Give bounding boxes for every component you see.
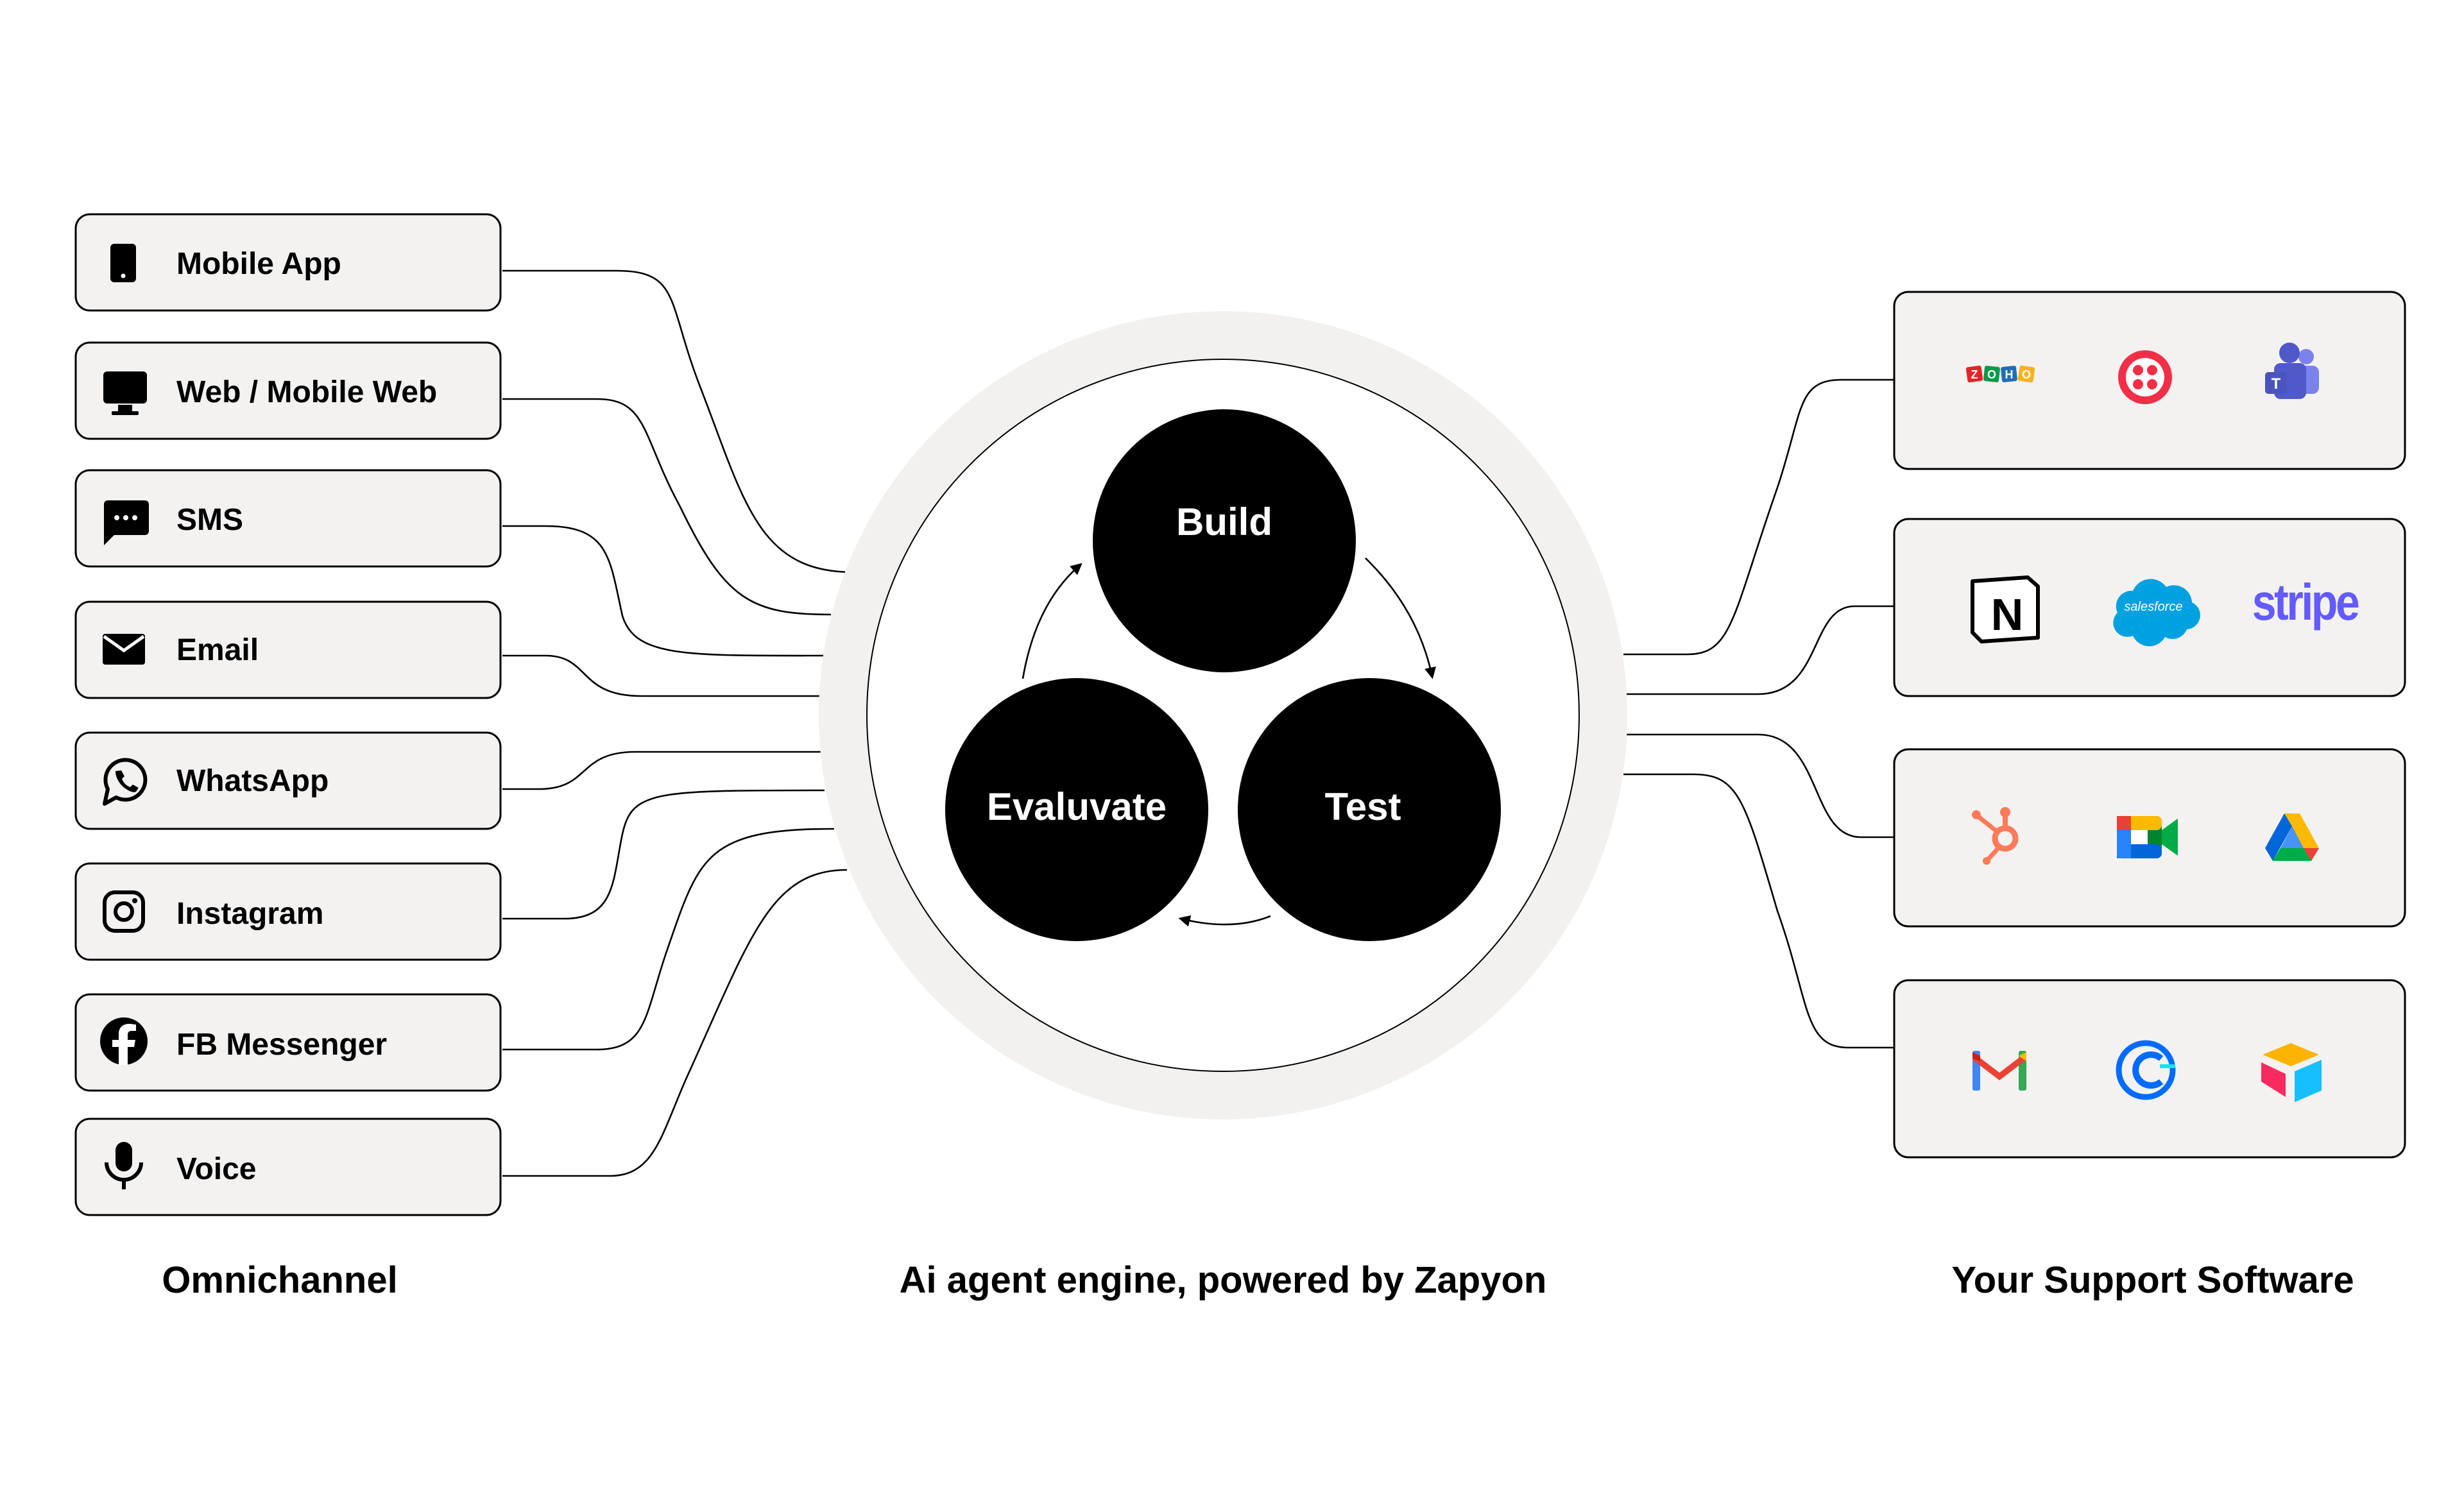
channel-label: WhatsApp — [176, 764, 329, 798]
google-meet-logo[interactable] — [2117, 816, 2178, 858]
engine-caption: Ai agent engine, powered by Zapyon — [900, 1259, 1547, 1301]
omnichannel-caption: Omnichannel — [162, 1259, 397, 1301]
evaluvate-node — [945, 678, 1208, 941]
build-node — [1093, 409, 1356, 672]
support-software-caption: Your Support Software — [1951, 1259, 2354, 1301]
channel-label: Instagram — [176, 897, 323, 931]
connector-row-4 — [1623, 773, 1894, 1049]
channel-label: Email — [176, 633, 259, 667]
channel-mobile-app[interactable]: Mobile App — [74, 213, 502, 312]
connector-row-3 — [1623, 733, 1894, 838]
channel-instagram[interactable]: Instagram — [74, 862, 502, 961]
integration-row-4 — [1893, 979, 2406, 1159]
svg-text:Z: Z — [1971, 368, 1978, 381]
svg-text:H: H — [2005, 368, 2014, 381]
chat-bubble-icon — [104, 500, 149, 545]
channel-voice[interactable]: Voice — [74, 1118, 502, 1216]
left-connectors — [502, 269, 854, 1177]
mobile-phone-icon — [110, 244, 136, 282]
evaluvate-label: Evaluvate — [987, 785, 1167, 828]
svg-text:T: T — [2272, 375, 2281, 393]
connector-row-1 — [1623, 378, 1894, 656]
channel-whatsapp[interactable]: WhatsApp — [74, 731, 502, 830]
google-drive-logo[interactable] — [2265, 813, 2319, 861]
connector-email — [502, 654, 821, 697]
channel-label: SMS — [176, 503, 243, 537]
channel-label: Web / Mobile Web — [176, 375, 437, 409]
twilio-logo[interactable] — [2118, 350, 2172, 404]
airtable-logo[interactable] — [2261, 1043, 2322, 1102]
channel-label: Voice — [176, 1152, 257, 1186]
envelope-icon — [103, 634, 145, 665]
notion-logo[interactable]: N — [1971, 575, 2040, 643]
whatsapp-icon — [103, 758, 148, 806]
channel-label: FB Messenger — [176, 1028, 387, 1062]
build-label: Build — [1176, 500, 1272, 543]
connector-web — [502, 398, 832, 616]
svg-text:stripe: stripe — [2252, 574, 2359, 631]
calendly-logo[interactable] — [2116, 1040, 2176, 1100]
connector-sms — [502, 525, 825, 657]
channel-label: Mobile App — [176, 247, 341, 281]
svg-text:N: N — [1991, 590, 2024, 640]
arrow-test-to-evaluvate — [1178, 915, 1271, 927]
test-node — [1238, 678, 1501, 941]
facebook-icon — [100, 1017, 148, 1065]
gmail-logo[interactable] — [1972, 1051, 2026, 1091]
channel-web-mobile-web[interactable]: Web / Mobile Web — [74, 341, 502, 440]
integration-row-3 — [1893, 748, 2406, 928]
instagram-icon — [103, 890, 145, 933]
salesforce-logo[interactable]: salesforce — [2113, 579, 2200, 647]
right-connectors — [1623, 378, 1894, 1049]
channel-email[interactable]: Email — [74, 600, 502, 699]
microphone-icon — [105, 1142, 143, 1189]
connector-row-2 — [1623, 605, 1894, 695]
connector-voice — [502, 869, 848, 1177]
hubspot-logo[interactable] — [1972, 807, 2019, 865]
ai-agent-engine: Build Test Evaluvate — [819, 311, 1627, 1119]
test-label: Test — [1325, 785, 1401, 828]
integration-panels: Z O H O T — [1893, 291, 2406, 1159]
channel-sms[interactable]: SMS — [74, 469, 502, 568]
connector-mobile-app — [502, 269, 854, 574]
integration-row-2: N salesforce stripe — [1893, 518, 2406, 697]
arrow-evaluvate-to-build — [1022, 563, 1082, 679]
integration-row-1: Z O H O T — [1893, 291, 2406, 470]
connector-instagram — [502, 789, 825, 920]
svg-text:O: O — [1987, 368, 1996, 381]
zoho-logo[interactable]: Z O H O — [1965, 365, 2035, 383]
monitor-icon — [103, 371, 147, 415]
microsoft-teams-logo[interactable]: T — [2265, 343, 2319, 399]
channel-fb-messenger[interactable]: FB Messenger — [74, 993, 502, 1092]
channel-list: Mobile App Web / Mobile Web SMS — [74, 213, 502, 1216]
arrow-build-to-test — [1365, 557, 1436, 679]
svg-text:O: O — [2022, 368, 2031, 381]
stripe-logo[interactable]: stripe — [2252, 574, 2361, 631]
connector-whatsapp — [502, 751, 823, 790]
connector-fb-messenger — [502, 828, 835, 1051]
svg-text:salesforce: salesforce — [2124, 600, 2182, 614]
